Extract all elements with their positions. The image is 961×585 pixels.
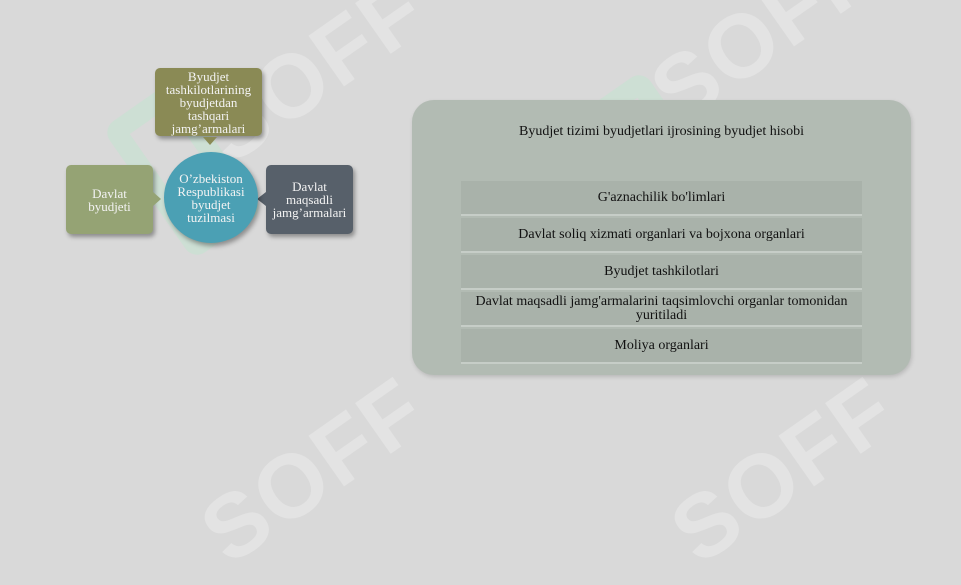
list-item-target-funds-organs: Davlat maqsadli jamg'armalarini taqsimlo… xyxy=(461,292,862,327)
budget-accounting-panel: Byudjet tizimi byudjetlari ijrosining by… xyxy=(412,100,911,375)
arrow-left xyxy=(153,192,161,206)
watermark-text: SOFF xyxy=(183,359,444,584)
panel-title: Byudjet tizimi byudjetlari ijrosining by… xyxy=(518,124,805,139)
list-item-budget-organizations: Byudjet tashkilotlari xyxy=(461,255,862,290)
node-state-target-funds: Davlat maqsadli jamg’armalari xyxy=(266,165,353,234)
list-item-finance-organs: Moliya organlari xyxy=(461,329,862,364)
watermark-text: SOFF xyxy=(653,359,914,584)
list-item-treasury: G'aznachilik bo'limlari xyxy=(461,181,862,216)
arrow-right xyxy=(257,192,266,206)
list-item-tax-customs: Davlat soliq xizmati organlari va bojxon… xyxy=(461,218,862,253)
node-state-budget: Davlat byudjeti xyxy=(66,165,153,234)
node-center-budget-structure: O’zbekiston Respublikasi byudjet tuzilma… xyxy=(164,152,258,243)
node-extra-budget-funds: Byudjet tashkilotlarining byudjetdan tas… xyxy=(155,68,262,136)
arrow-top xyxy=(203,137,217,145)
